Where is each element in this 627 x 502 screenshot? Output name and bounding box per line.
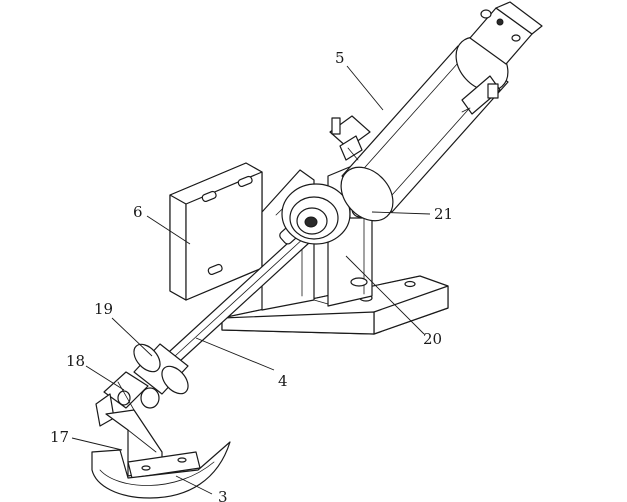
curved-shoe — [91, 441, 231, 499]
back-plate — [169, 162, 263, 301]
callout-21: 21 — [434, 205, 453, 223]
callout-4: 4 — [278, 372, 288, 390]
callout-19: 19 — [94, 300, 113, 318]
callout-5: 5 — [335, 49, 345, 67]
callout-20: 20 — [423, 330, 442, 348]
sensor-clamp-rear — [461, 75, 501, 115]
callout-17: 17 — [50, 428, 69, 446]
pneumatic-cylinder — [340, 1, 543, 222]
clevis-joint — [95, 371, 160, 427]
leader-lines — [71, 65, 431, 495]
callout-18: 18 — [66, 352, 85, 370]
rod-coupling — [133, 343, 189, 395]
callout-6: 6 — [133, 203, 143, 221]
sensor-clamp — [329, 115, 371, 161]
callout-3: 3 — [218, 488, 228, 502]
